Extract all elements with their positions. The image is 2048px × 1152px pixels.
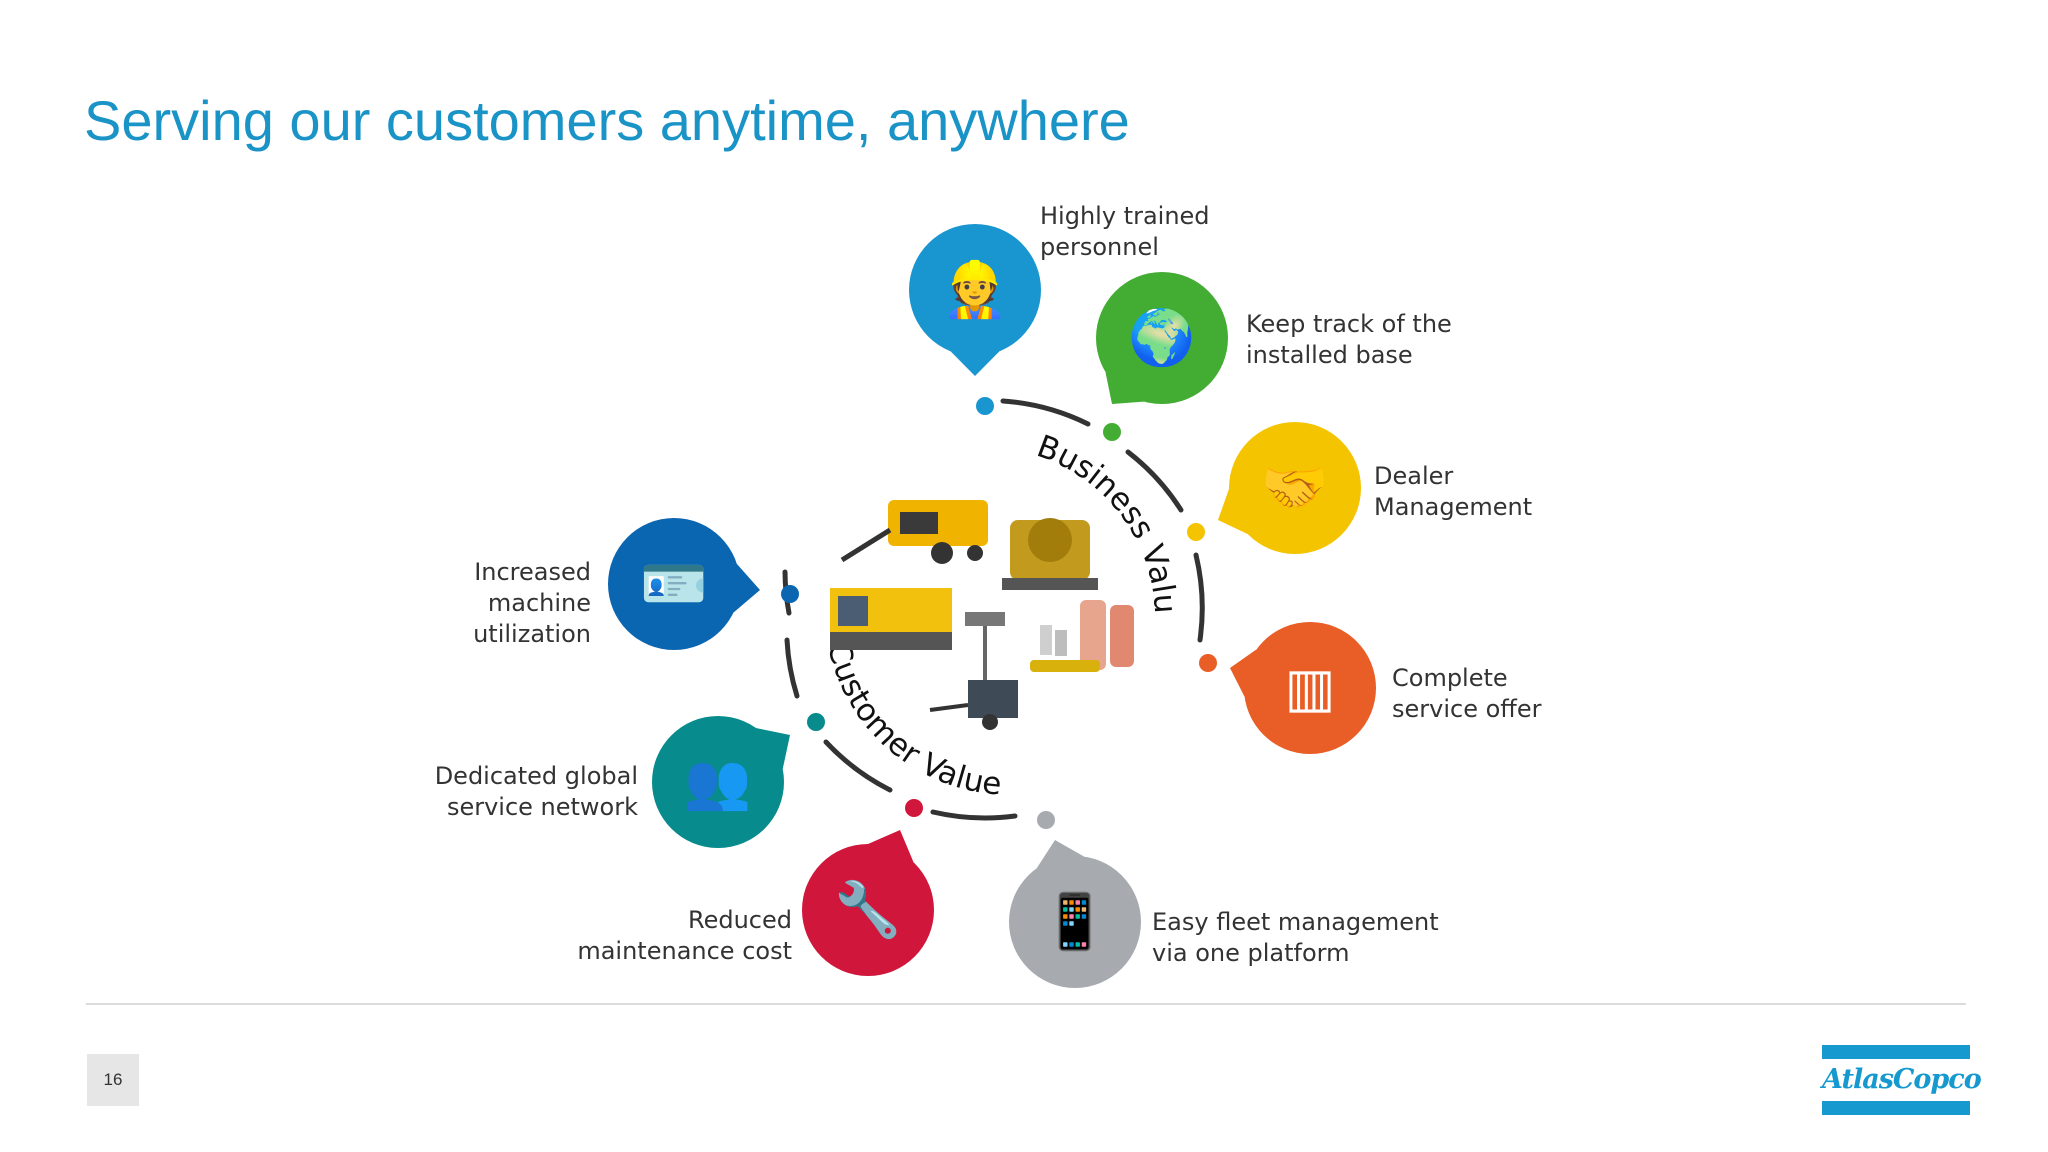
ring-dot-network <box>807 713 825 731</box>
footer-divider <box>86 1003 1966 1005</box>
node-label-dealer: Dealer Management <box>1374 462 1533 521</box>
bubble-service-offer: ▥ <box>1230 622 1376 754</box>
ring-dot-maintenance <box>905 799 923 817</box>
page-number: 16 <box>87 1054 139 1106</box>
customer-value-label: Customer Value <box>820 638 1003 803</box>
atlas-copco-logo: AtlasCopco <box>1822 1045 1982 1115</box>
node-label-installed-base: Keep track of the installed base <box>1246 310 1452 369</box>
bubble-maintenance: 🔧 <box>802 830 934 976</box>
ring-dot-personnel <box>976 397 994 415</box>
people-group-icon: 👥 <box>684 750 751 813</box>
ring-dot-service-offer <box>1199 654 1217 672</box>
service-parts-icon: ▥ <box>1284 656 1335 719</box>
bubble-personnel: 👷 <box>909 224 1041 376</box>
slide-title: Serving our customers anytime, anywhere <box>84 89 1130 152</box>
equipment-cluster-icon <box>830 500 1134 730</box>
bubble-fleet: 📱 <box>1009 840 1141 988</box>
node-label-fleet: Easy fleet management via one platform <box>1152 908 1439 967</box>
ring-dot-installed-base <box>1103 423 1121 441</box>
mobile-app-icon: 📱 <box>1041 890 1108 953</box>
node-label-utilization: Increased machine utilization <box>473 558 591 648</box>
ring-dot-utilization <box>781 585 799 603</box>
bubble-dealer: 🤝 <box>1218 422 1361 554</box>
bubble-installed-base: 🌍 <box>1096 272 1228 404</box>
trained-person-icon: 👷 <box>941 258 1008 321</box>
node-label-network: Dedicated global service network <box>434 762 638 821</box>
wrench-tools-icon: 🔧 <box>834 877 901 941</box>
handshake-icon: 🤝 <box>1261 456 1328 519</box>
ring-dot-dealer <box>1187 523 1205 541</box>
logo-wordmark: AtlasCopco <box>1822 1064 1982 1095</box>
machine-card-icon: 🪪 <box>640 552 707 615</box>
ring-dot-fleet <box>1037 811 1055 829</box>
bubble-network: 👥 <box>652 716 790 848</box>
bubble-utilization: 🪪 <box>608 518 760 650</box>
node-label-personnel: Highly trained personnel <box>1040 202 1210 261</box>
globe-location-icon: 🌍 <box>1128 306 1195 369</box>
node-label-service-offer: Complete service offer <box>1392 664 1542 723</box>
node-label-maintenance: Reduced maintenance cost <box>577 906 792 965</box>
value-ring <box>782 398 1205 821</box>
